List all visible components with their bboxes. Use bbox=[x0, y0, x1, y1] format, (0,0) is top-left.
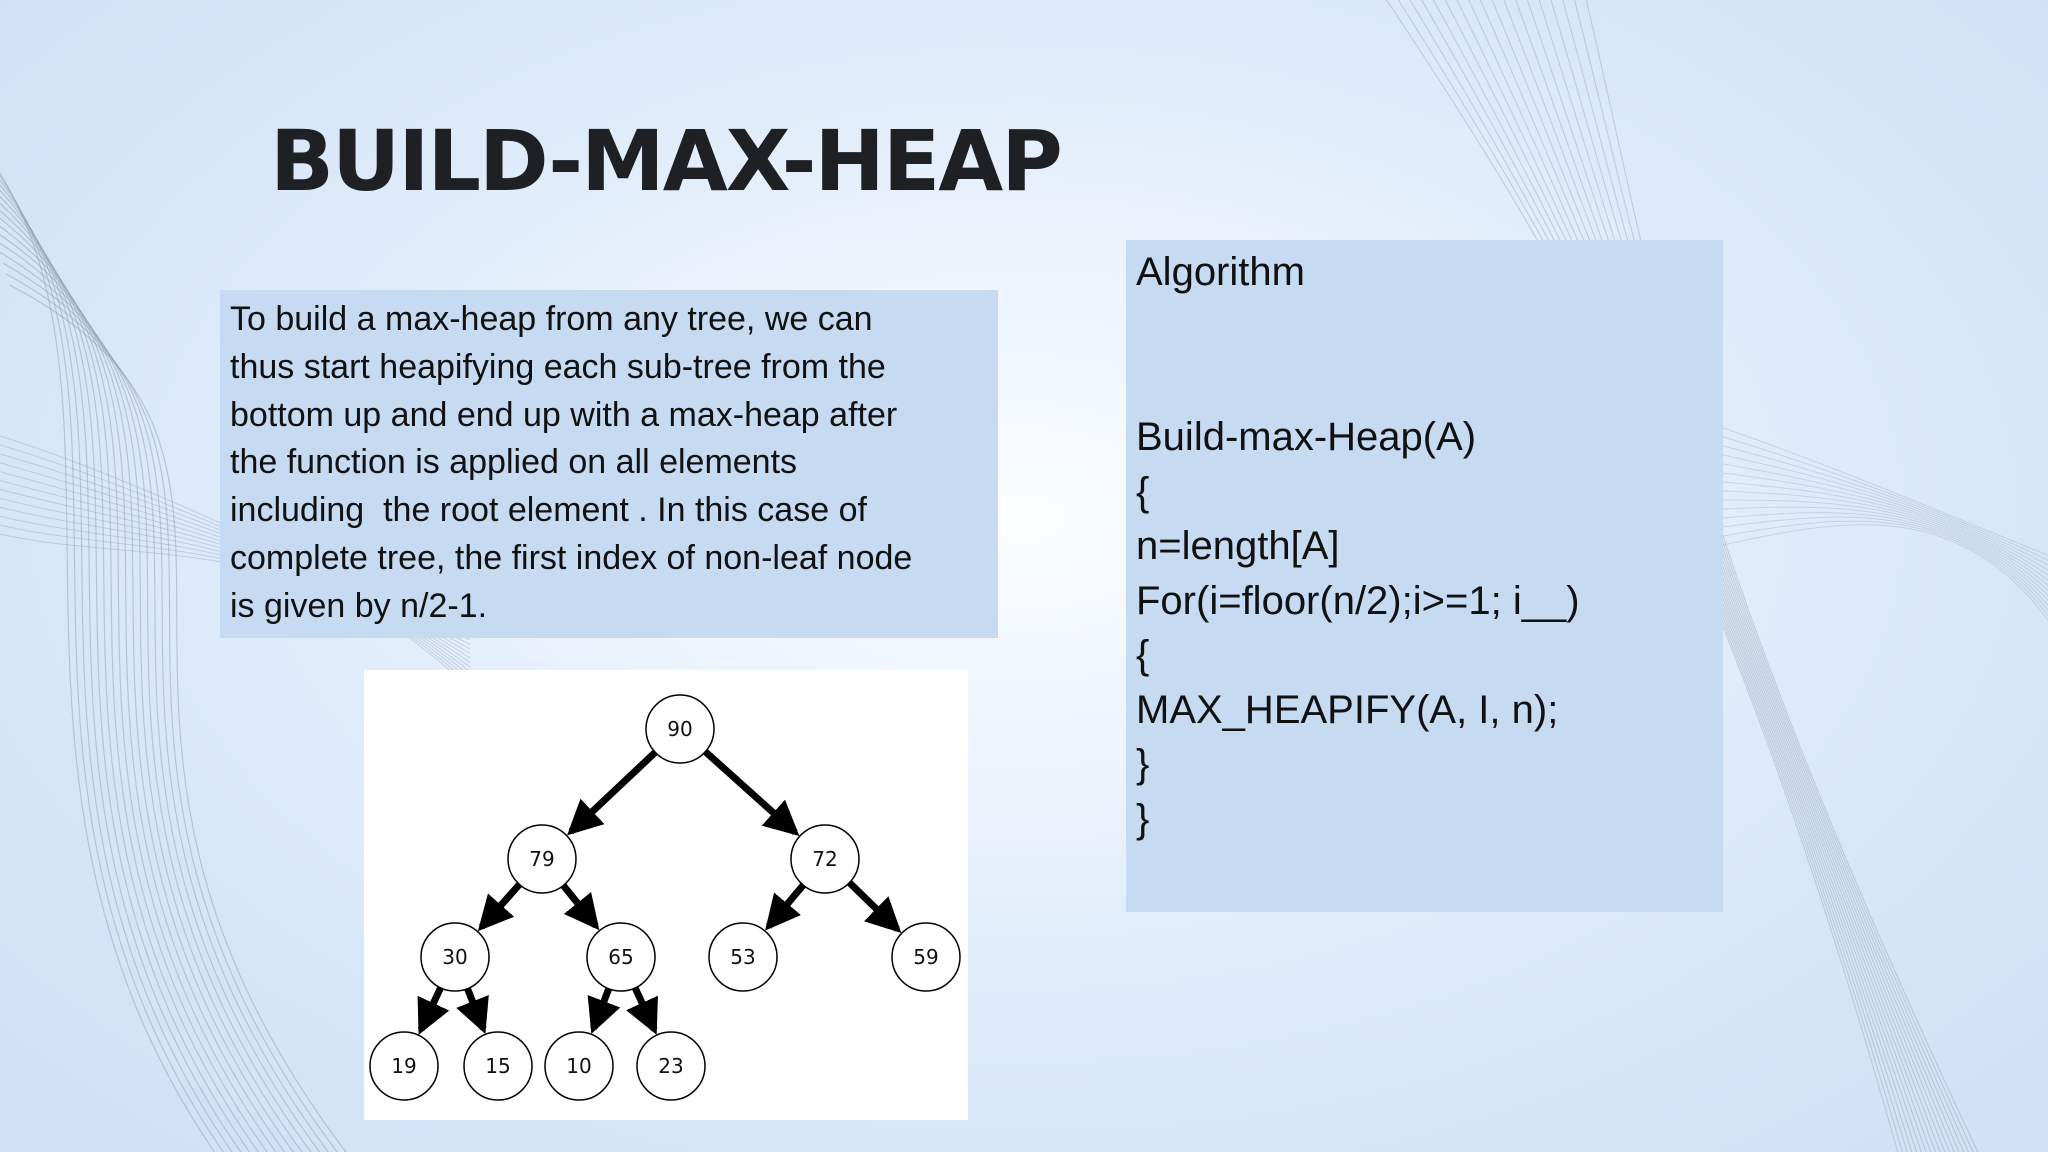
tree-node-circle bbox=[586, 922, 656, 992]
tree-node: 59 bbox=[891, 922, 961, 992]
tree-edge-arrow bbox=[587, 987, 621, 1034]
tree-node: 23 bbox=[636, 1031, 706, 1101]
tree-node-circle bbox=[645, 694, 715, 764]
tree-node-label: 59 bbox=[913, 945, 938, 969]
description-line: is given by n/2-1. bbox=[230, 586, 488, 625]
code-line: MAX_HEAPIFY(A, I, n); bbox=[1136, 687, 1559, 732]
tree-node: 90 bbox=[645, 694, 715, 764]
tree-edge-arrow bbox=[846, 880, 902, 934]
tree-node-label: 15 bbox=[485, 1054, 510, 1078]
tree-node-label: 90 bbox=[667, 717, 692, 741]
tree-edge-arrow bbox=[567, 749, 658, 836]
tree-node: 53 bbox=[708, 922, 778, 992]
tree-node-label: 23 bbox=[658, 1054, 683, 1078]
tree-node: 79 bbox=[507, 824, 577, 894]
tree-node-label: 30 bbox=[442, 945, 467, 969]
tree-edge-arrow bbox=[560, 883, 600, 931]
tree-node-circle bbox=[463, 1031, 533, 1101]
tree-node: 10 bbox=[544, 1031, 614, 1101]
tree-node: 15 bbox=[463, 1031, 533, 1101]
slide-title: BUILD-MAX-HEAP bbox=[270, 112, 1063, 210]
algorithm-heading: Algorithm bbox=[1136, 250, 1305, 294]
description-line: the function is applied on all elements bbox=[230, 443, 798, 482]
tree-node-circle bbox=[708, 922, 778, 992]
tree-edge-arrow bbox=[765, 882, 806, 931]
tree-node-circle bbox=[636, 1031, 706, 1101]
tree-node-label: 79 bbox=[529, 847, 554, 871]
code-line: n=length[A] bbox=[1136, 524, 1340, 568]
tree-node-label: 65 bbox=[608, 945, 633, 969]
heap-tree-svg: 90 79 72 30 65 53 59 19 15 10 23 bbox=[369, 694, 961, 1101]
tree-edge-arrow bbox=[477, 882, 523, 932]
tree-node-label: 72 bbox=[812, 847, 837, 871]
description-line: bottom up and end up with a max-heap aft… bbox=[230, 395, 898, 434]
tree-node-circle bbox=[790, 824, 860, 894]
tree-node-circle bbox=[891, 922, 961, 992]
tree-edge-arrow bbox=[702, 749, 800, 837]
code-line: { bbox=[1136, 469, 1150, 514]
description-line: To build a max-heap from any tree, we ca… bbox=[230, 300, 873, 338]
code-line: { bbox=[1136, 633, 1150, 677]
tree-node: 72 bbox=[790, 824, 860, 894]
tree-node: 65 bbox=[586, 922, 656, 992]
description-line: including the root element . In this cas… bbox=[230, 491, 867, 530]
code-line: } bbox=[1136, 742, 1150, 786]
tree-node-circle bbox=[369, 1031, 439, 1101]
tree-node-label: 10 bbox=[566, 1054, 591, 1078]
code-line: } bbox=[1136, 796, 1150, 841]
algorithm-code: Build-max-Heap(A) { n=length[A] For(i=fl… bbox=[1136, 410, 1580, 846]
tree-node: 30 bbox=[420, 922, 490, 992]
tree-node: 19 bbox=[369, 1031, 439, 1101]
tree-node-label: 19 bbox=[391, 1054, 416, 1078]
tree-node-label: 53 bbox=[730, 945, 755, 969]
description-line: complete tree, the first index of non-le… bbox=[230, 538, 913, 577]
tree-edge-arrow bbox=[456, 987, 489, 1035]
algorithm-box: Algorithm Build-max-Heap(A) { n=length[A… bbox=[1126, 240, 1723, 912]
tree-node-circle bbox=[507, 824, 577, 894]
code-line: For(i=floor(n/2);i>=1; i__) bbox=[1136, 578, 1580, 623]
tree-edge-arrow bbox=[626, 986, 658, 1035]
description-box: To build a max-heap from any tree, we ca… bbox=[220, 290, 998, 638]
code-line: Build-max-Heap(A) bbox=[1136, 415, 1477, 459]
tree-node-circle bbox=[420, 922, 490, 992]
heap-tree-diagram: 90 79 72 30 65 53 59 19 15 10 23 bbox=[364, 670, 968, 1120]
tree-node-circle bbox=[544, 1031, 614, 1101]
description-line: thus start heapifying each sub-tree from… bbox=[230, 347, 886, 386]
tree-edge-arrow bbox=[417, 986, 450, 1035]
